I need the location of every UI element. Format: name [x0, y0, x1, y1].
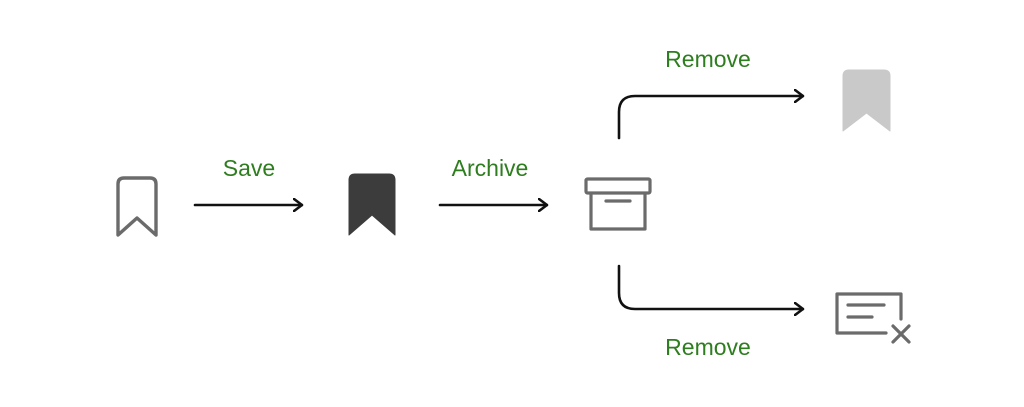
remove-top-label: Remove: [665, 46, 751, 72]
remove-bottom-arrow: [617, 264, 805, 309]
archive-label: Archive: [451, 155, 529, 181]
bookmark-outline-icon: [116, 176, 158, 237]
bookmark-filled-icon: [348, 173, 396, 236]
remove-top-arrow: [617, 96, 805, 140]
remove-bottom-label: Remove: [665, 334, 751, 360]
save-label: Save: [222, 155, 276, 181]
message-delete-icon: [835, 292, 911, 344]
bookmark-removed-icon: [842, 69, 891, 132]
archive-box-icon: [584, 177, 652, 231]
